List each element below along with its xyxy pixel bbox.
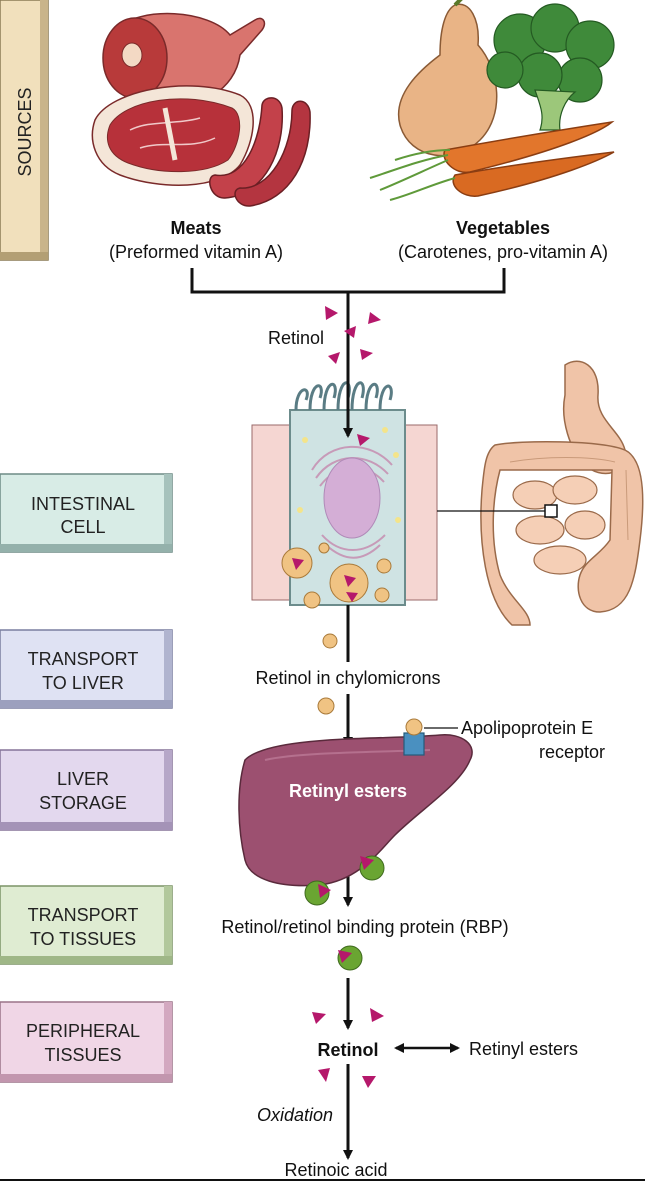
- retinol-label: Retinol: [268, 328, 324, 348]
- apolipoprotein-receptor: [403, 718, 425, 756]
- retinol-molecules: [292, 306, 381, 602]
- sources-bracket: [190, 268, 506, 294]
- stage-transport-liver-line2: TO LIVER: [42, 673, 124, 693]
- apolipoprotein-label-line1: Apolipoprotein E: [461, 718, 593, 738]
- stage-peripheral-tissues: PERIPHERAL TISSUES: [0, 1001, 173, 1083]
- stage-intestinal-cell: INTESTINAL CELL: [0, 473, 173, 553]
- stage-liver-storage-line1: LIVER: [57, 769, 109, 789]
- tissue-retinol-label: Retinol: [318, 1040, 379, 1060]
- vegetables-subtitle: (Carotenes, pro-vitamin A): [398, 242, 608, 262]
- intestinal-cell: [251, 381, 438, 609]
- rbp-label: Retinol/retinol binding protein (RBP): [221, 917, 508, 937]
- apolipoprotein-label-line2: receptor: [539, 742, 605, 762]
- chylomicrons: [317, 633, 338, 715]
- stage-transport-tissues: TRANSPORT TO TISSUES: [0, 885, 173, 965]
- stage-transport-tissues-line2: TO TISSUES: [30, 929, 136, 949]
- nucleus: [323, 457, 381, 539]
- stage-intestinal-cell-line2: CELL: [60, 517, 105, 537]
- tissue-retinol-molecules: [312, 1008, 384, 1088]
- vegetables-illustration: [369, 0, 615, 201]
- stage-sources-label: SOURCES: [15, 87, 35, 176]
- chylomicrons-label: Retinol in chylomicrons: [255, 668, 440, 688]
- rbp-complexes: [304, 855, 385, 971]
- meats-subtitle: (Preformed vitamin A): [109, 242, 283, 262]
- liver-illustration: [238, 734, 473, 887]
- stage-transport-liver-line1: TRANSPORT: [28, 649, 139, 669]
- microvilli: [294, 381, 393, 411]
- stage-peripheral-tissues-line2: TISSUES: [44, 1045, 121, 1065]
- stage-liver-storage: LIVER STORAGE: [0, 749, 173, 831]
- stage-transport-tissues-line1: TRANSPORT: [28, 905, 139, 925]
- retinoic-acid-label: Retinoic acid: [284, 1160, 387, 1180]
- stage-transport-liver: TRANSPORT TO LIVER: [0, 629, 173, 709]
- meats-title: Meats: [170, 218, 221, 238]
- stage-sources: SOURCES: [0, 0, 49, 261]
- tissue-retinyl-esters-label: Retinyl esters: [469, 1039, 578, 1059]
- meats-illustration: [91, 12, 311, 207]
- stage-peripheral-tissues-line1: PERIPHERAL: [26, 1021, 140, 1041]
- vegetables-title: Vegetables: [456, 218, 550, 238]
- liver-retinyl-esters-label: Retinyl esters: [289, 781, 407, 801]
- intestine-illustration: [480, 360, 644, 626]
- stage-liver-storage-line2: STORAGE: [39, 793, 127, 813]
- oxidation-label: Oxidation: [257, 1105, 333, 1125]
- stage-intestinal-cell-line1: INTESTINAL: [31, 494, 135, 514]
